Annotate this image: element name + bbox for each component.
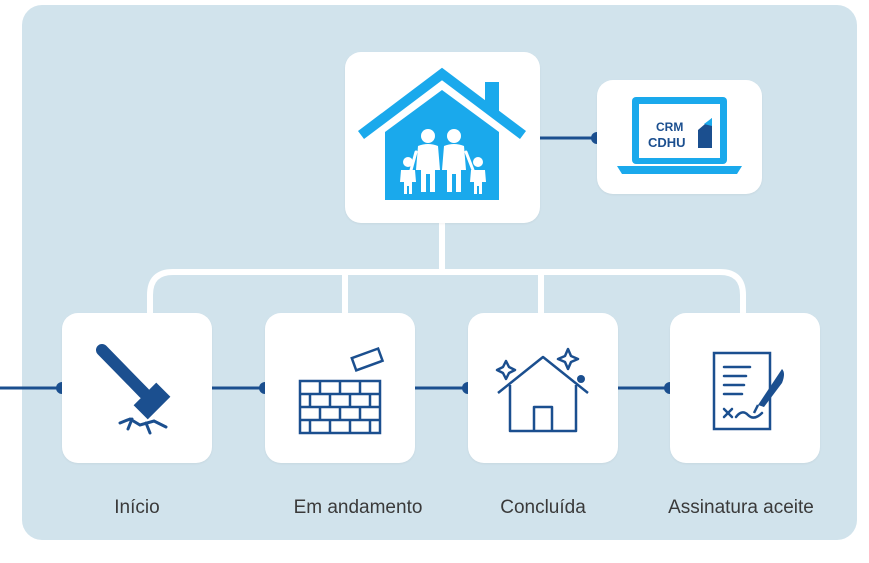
laptop-icon: CRM CDHU: [617, 97, 742, 174]
branch-line: [147, 269, 746, 323]
crm-card: CRM CDHU: [597, 80, 762, 194]
hammer-icon: [96, 344, 171, 435]
step-card-assinatura: [670, 313, 820, 463]
family-house-icon: [357, 67, 527, 200]
sparkling-house-icon: [495, 347, 589, 433]
brick-wall-icon: [298, 346, 385, 435]
step-card-concluida: [468, 313, 618, 463]
crm-line1: CRM: [656, 120, 683, 134]
step-card-inicio: [62, 313, 212, 463]
crm-line2: CDHU: [648, 135, 686, 150]
hub-card: [345, 52, 540, 223]
step-label-assinatura: Assinatura aceite: [668, 497, 814, 518]
step-label-inicio: Início: [114, 497, 160, 518]
step-label-concluida: Concluída: [500, 497, 586, 518]
step-card-em-andamento: [265, 313, 415, 463]
step-label-em-andamento: Em andamento: [293, 497, 423, 518]
signed-document-icon: [712, 351, 784, 431]
